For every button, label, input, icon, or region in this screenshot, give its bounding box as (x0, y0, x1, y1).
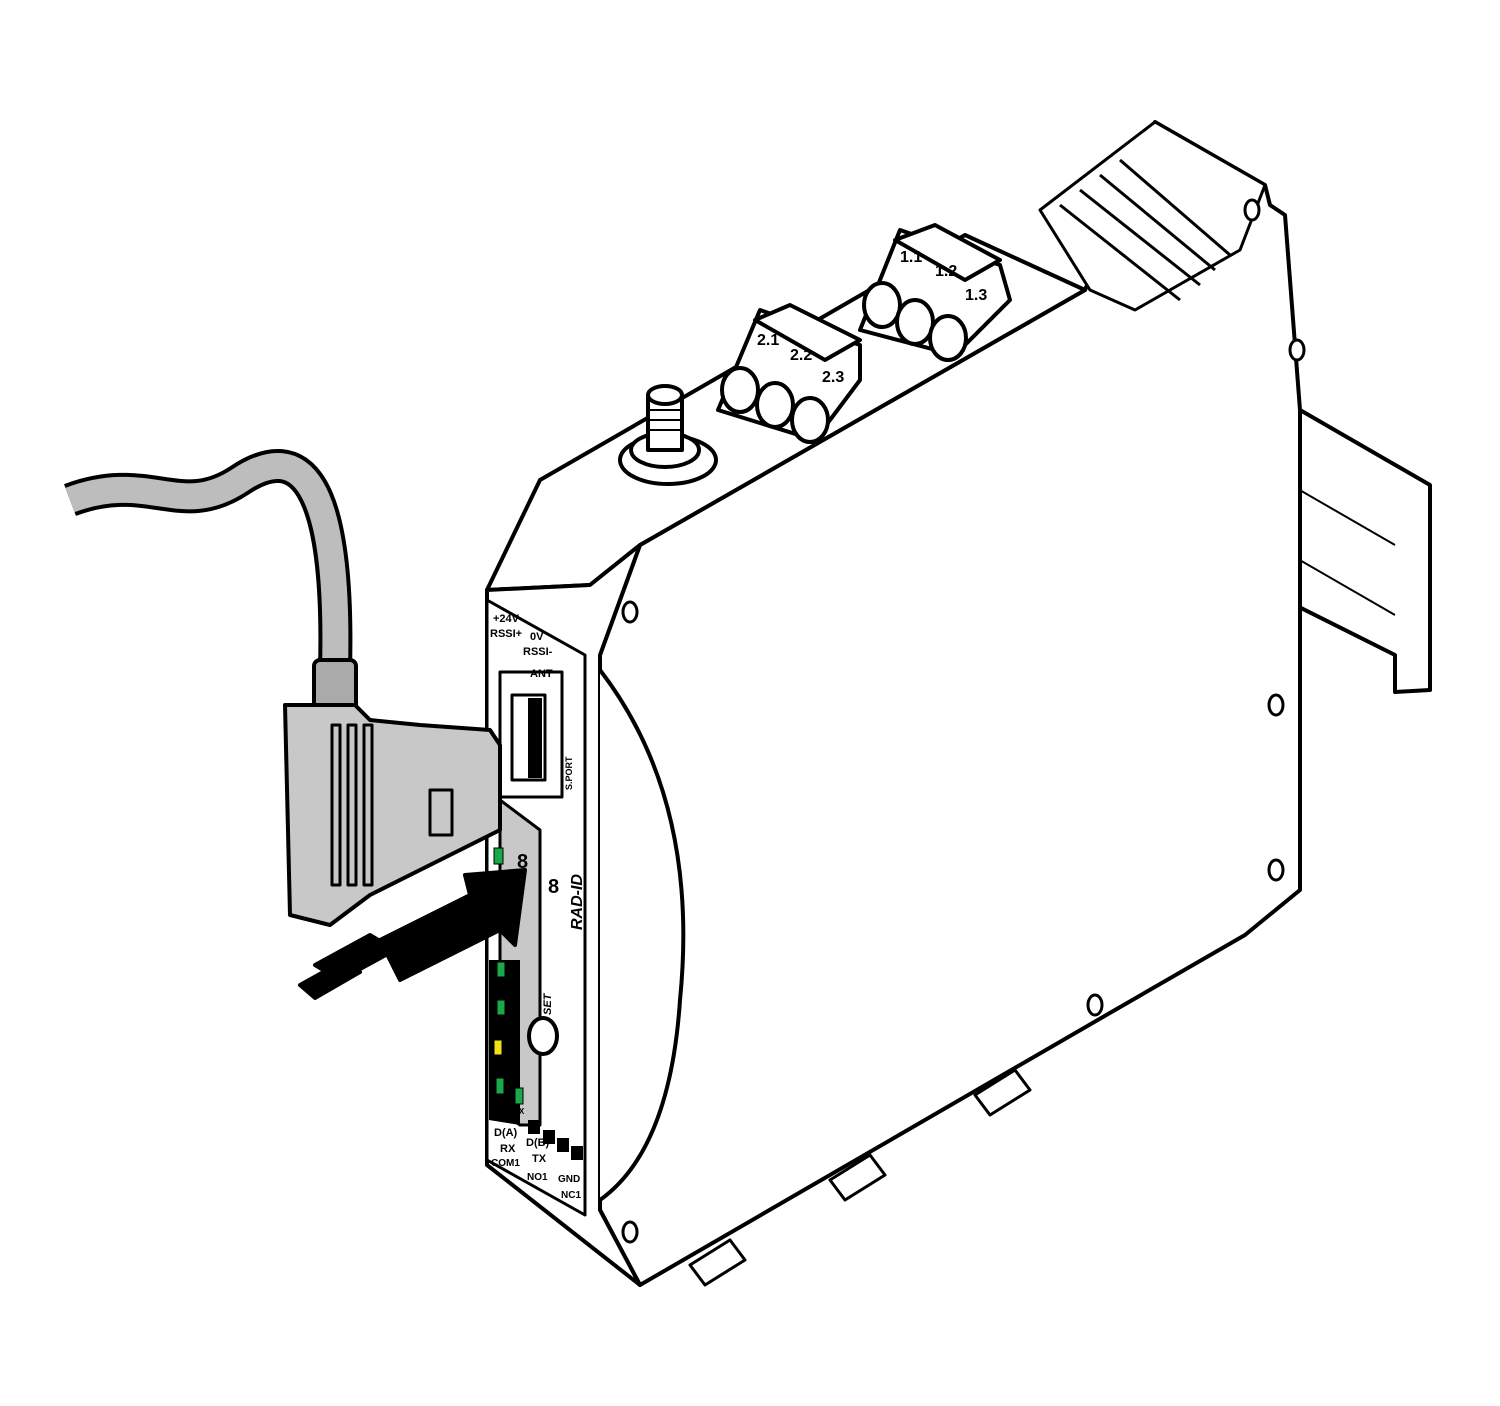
top-ribs (1038, 120, 1267, 312)
led-green (496, 961, 506, 978)
terminal-label-1-3: 1.3 (965, 287, 987, 304)
label-gnd: GND (558, 1174, 580, 1185)
connector-grip (330, 723, 454, 887)
rotary-switch-2-digit[interactable]: 8 (548, 876, 559, 898)
label-com1: COM1 (491, 1158, 520, 1169)
terminal-label-1-1: 1.1 (900, 249, 922, 266)
arrow-stripe (298, 958, 362, 1000)
label-ant: ANT (530, 668, 553, 680)
terminal-block-1 (858, 223, 1012, 362)
antenna-connector (618, 384, 718, 486)
label-tx: TX (532, 1153, 547, 1165)
label-d-a: D(A) (494, 1127, 518, 1139)
label-s-port: S.PORT (564, 756, 574, 790)
label-rssi-minus: RSSI- (523, 646, 553, 658)
set-button[interactable] (527, 1016, 559, 1056)
rotary-switch-1-digit[interactable]: 8 (517, 851, 528, 873)
terminal-label-1-2: 1.2 (935, 263, 957, 280)
led-tx (514, 1087, 524, 1105)
insert-arrow (378, 868, 527, 982)
label-rad-id: RAD-ID (569, 874, 586, 930)
front-panel-curve (598, 668, 686, 1202)
terminal-label-2-3: 2.3 (822, 369, 844, 386)
led-rx (495, 1077, 505, 1095)
leds (493, 847, 524, 1105)
terminal-block-2 (716, 303, 862, 444)
label-rx: RX (500, 1143, 516, 1155)
terminal-label-2-1: 2.1 (757, 332, 779, 349)
label-no1: NO1 (527, 1172, 548, 1183)
label-set: SET (542, 992, 554, 1015)
label-led-tx: TX (514, 1107, 525, 1116)
mounting-holes (621, 198, 1306, 1244)
label-led-rx: RX (494, 1098, 506, 1107)
terminal-label-2-2: 2.2 (790, 347, 812, 364)
led-yellow (493, 1039, 503, 1056)
label-rssi-plus: RSSI+ (490, 628, 522, 640)
led-green (493, 847, 504, 865)
led-green (496, 999, 506, 1016)
terminal-indicators (528, 1120, 583, 1160)
label-0v: 0V (530, 631, 544, 643)
label-nc1: NC1 (561, 1190, 581, 1201)
label-d-b: D(B) (526, 1137, 550, 1149)
label-plus24v: +24V (493, 613, 520, 625)
